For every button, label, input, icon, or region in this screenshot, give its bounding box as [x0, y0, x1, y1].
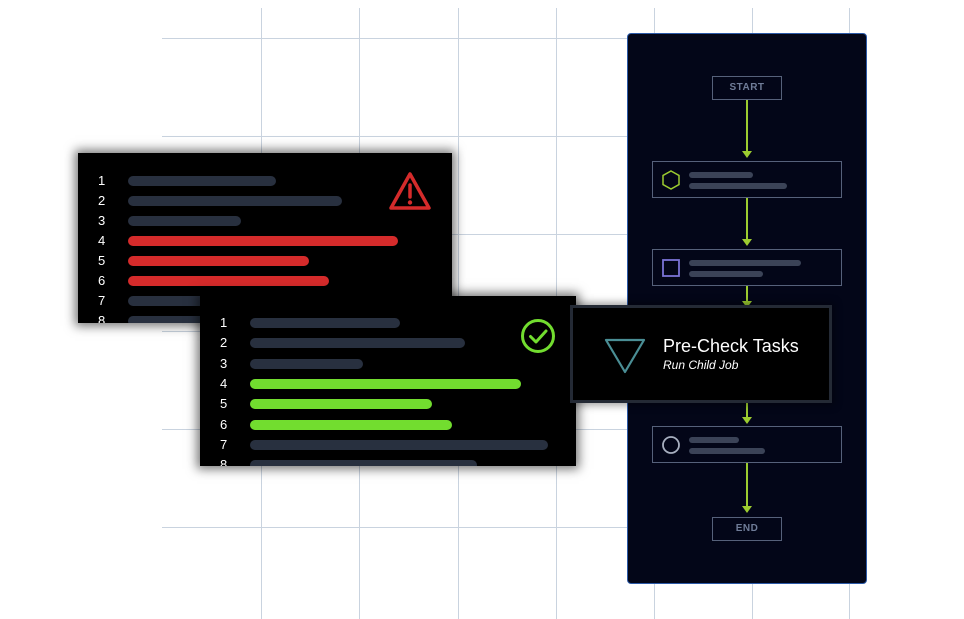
code-bar-success [250, 379, 521, 389]
line-number: 2 [220, 335, 228, 350]
flow-step[interactable] [652, 426, 842, 463]
placeholder-line [689, 271, 763, 277]
line-number: 6 [220, 417, 228, 432]
code-bar [128, 196, 342, 206]
flow-end-node[interactable]: END [712, 517, 782, 541]
code-bar [128, 216, 241, 226]
line-number: 5 [220, 396, 228, 411]
task-detail-card[interactable]: Pre-Check Tasks Run Child Job [570, 305, 832, 403]
circle-icon [662, 436, 680, 454]
code-bar-success [250, 420, 452, 430]
square-icon [662, 259, 680, 277]
warning-triangle-icon [389, 172, 431, 210]
code-bar-error [128, 236, 398, 246]
flow-step[interactable] [652, 161, 842, 198]
placeholder-line [689, 260, 801, 266]
line-number: 8 [98, 313, 106, 323]
line-number: 3 [98, 213, 106, 228]
line-number: 7 [98, 293, 106, 308]
code-bar [250, 460, 477, 466]
code-bar [250, 338, 465, 348]
line-number: 7 [220, 437, 228, 452]
task-subtitle: Run Child Job [663, 358, 739, 372]
flow-step[interactable] [652, 249, 842, 286]
placeholder-line [689, 172, 753, 178]
line-number: 2 [98, 193, 106, 208]
task-title: Pre-Check Tasks [663, 336, 799, 356]
code-bar-error [128, 256, 309, 266]
line-number: 1 [220, 315, 228, 330]
flow-arrow [742, 463, 752, 513]
code-bar [250, 359, 363, 369]
flow-arrow [742, 198, 752, 246]
line-number: 3 [220, 356, 228, 371]
flow-arrow [742, 286, 752, 308]
line-number: 8 [220, 457, 228, 466]
placeholder-line [689, 437, 739, 443]
line-number: 6 [98, 273, 106, 288]
placeholder-line [689, 448, 765, 454]
flow-arrow [742, 100, 752, 158]
line-number: 4 [98, 233, 106, 248]
placeholder-line [689, 183, 787, 189]
code-bar [250, 318, 400, 328]
code-bar-success [250, 399, 432, 409]
code-bar [250, 440, 548, 450]
line-number: 1 [98, 173, 106, 188]
check-circle-icon [521, 319, 555, 353]
success-code-panel: 1 2 3 4 5 6 7 8 [200, 296, 576, 466]
code-bar-error [128, 276, 329, 286]
flow-start-node[interactable]: START [712, 76, 782, 100]
hexagon-icon [662, 170, 680, 190]
line-number: 4 [220, 376, 228, 391]
code-bar [128, 176, 276, 186]
triangle-down-icon [604, 338, 646, 374]
line-number: 5 [98, 253, 106, 268]
flow-arrow [742, 400, 752, 424]
